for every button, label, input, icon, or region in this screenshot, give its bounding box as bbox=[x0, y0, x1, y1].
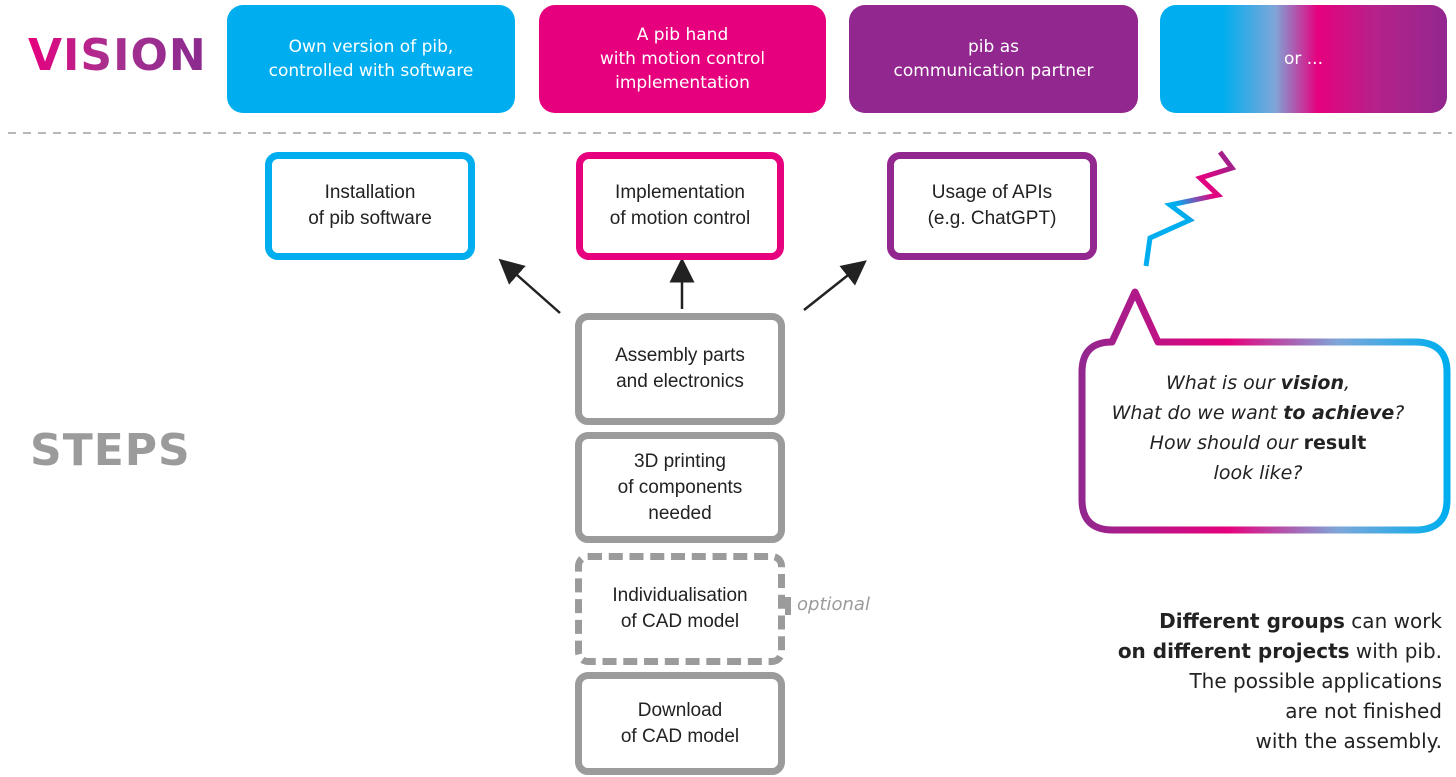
note-line-3: The possible applications bbox=[1189, 669, 1442, 693]
step-apis: Usage of APIs (e.g. ChatGPT) bbox=[887, 152, 1097, 260]
arrow-to-installation bbox=[498, 258, 561, 314]
step-individualisation: Individualisation of CAD model bbox=[575, 553, 785, 665]
note-line-4: are not finished bbox=[1285, 699, 1442, 723]
speech-line-1: What is our vision, bbox=[1165, 372, 1351, 394]
step-download: Download of CAD model bbox=[575, 672, 785, 775]
lightning-bolt-icon bbox=[1143, 150, 1237, 267]
vision-title: VISION bbox=[28, 30, 207, 81]
optional-marker bbox=[785, 597, 791, 615]
speech-bubble-text: What is our vision, What do we want to a… bbox=[1090, 368, 1426, 488]
speech-line-4: look like? bbox=[1213, 462, 1303, 484]
step-assembly: Assembly parts and electronics bbox=[575, 313, 785, 425]
vision-box-hand: A pib hand with motion control implement… bbox=[539, 5, 826, 113]
note-text: Different groups can work on different p… bbox=[1050, 606, 1442, 756]
note-line-2: on different projects with pib. bbox=[1117, 639, 1442, 663]
steps-title: STEPS bbox=[30, 425, 191, 476]
step-motion-control: Implementation of motion control bbox=[576, 152, 784, 260]
step-3d-printing: 3D printing of components needed bbox=[575, 432, 785, 543]
optional-label: optional bbox=[797, 594, 870, 615]
vision-box-other: or ... bbox=[1160, 5, 1447, 113]
speech-line-3: How should our result bbox=[1149, 432, 1367, 454]
speech-line-2: What do we want to achieve? bbox=[1111, 402, 1405, 424]
note-line-5: with the assembly. bbox=[1255, 729, 1442, 753]
arrow-to-apis bbox=[803, 260, 867, 311]
speech-bubble bbox=[1078, 288, 1451, 534]
vision-box-software: Own version of pib, controlled with soft… bbox=[227, 5, 515, 113]
vision-box-communication: pib as communication partner bbox=[849, 5, 1138, 113]
note-line-1: Different groups can work bbox=[1159, 609, 1442, 633]
step-installation: Installation of pib software bbox=[265, 152, 475, 260]
